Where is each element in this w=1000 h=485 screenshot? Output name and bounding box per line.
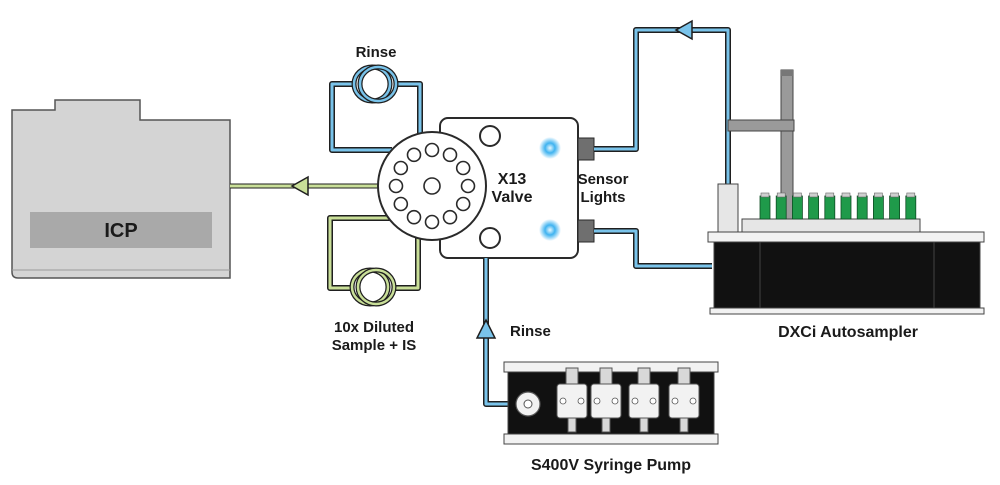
autosampler-return-line bbox=[594, 228, 712, 269]
valve-port bbox=[424, 214, 440, 230]
syringe-port bbox=[593, 397, 601, 405]
vial-cap bbox=[776, 192, 786, 198]
valve-port bbox=[406, 209, 422, 225]
syringe-plunger bbox=[677, 367, 691, 385]
valve-port bbox=[455, 196, 471, 212]
valve-port bbox=[460, 178, 476, 194]
valve-port bbox=[442, 209, 458, 225]
vial-cap bbox=[874, 192, 883, 198]
syringe-port bbox=[611, 397, 619, 405]
sensor-label-line2: Lights bbox=[581, 189, 626, 206]
syringe-port bbox=[689, 397, 697, 405]
syringe-tip bbox=[601, 417, 611, 433]
vial bbox=[840, 195, 852, 220]
vial bbox=[889, 195, 900, 220]
valve-ports bbox=[388, 142, 476, 230]
vial-cap bbox=[760, 192, 770, 198]
syringe-tip bbox=[567, 417, 577, 433]
valve-label-line1: X13 bbox=[498, 171, 527, 188]
vial-cap bbox=[825, 192, 835, 198]
valve-port bbox=[424, 142, 440, 158]
sensor-label-line1: Sensor bbox=[578, 171, 629, 188]
vial bbox=[905, 195, 917, 220]
valve-mount-hole-bottom bbox=[479, 227, 501, 249]
valve-label-line2: Valve bbox=[492, 189, 533, 206]
vial bbox=[873, 195, 884, 220]
syringe-port bbox=[671, 397, 679, 405]
rinse-loop: Rinse bbox=[329, 44, 423, 153]
vial bbox=[808, 195, 819, 220]
syringe-tip bbox=[679, 417, 689, 433]
sample-label-line1: 10x Diluted bbox=[334, 319, 414, 336]
valve-port bbox=[388, 178, 404, 194]
sample-loop: 10x Diluted Sample + IS bbox=[327, 215, 421, 354]
syringe-port bbox=[577, 397, 585, 405]
flow-arrow-icon bbox=[290, 175, 309, 197]
sample-vials bbox=[759, 192, 917, 220]
icp-instrument: ICP bbox=[11, 99, 231, 279]
sensor-fitting-top bbox=[577, 137, 595, 161]
sample-label-line2: Sample + IS bbox=[332, 337, 417, 354]
rinse-coil-icon bbox=[351, 64, 399, 104]
vial-cap bbox=[793, 192, 802, 198]
icp-sample-line bbox=[230, 175, 384, 197]
pump-syringes bbox=[556, 367, 700, 433]
syringe-port bbox=[649, 397, 657, 405]
vial bbox=[759, 195, 771, 220]
sensor-fitting-bottom bbox=[577, 219, 595, 243]
s400v-syringe-pump: S400V Syringe Pump bbox=[503, 361, 719, 474]
vial bbox=[775, 195, 787, 220]
valve-port bbox=[406, 147, 422, 163]
syringe-plunger bbox=[599, 367, 613, 385]
valve-mount-hole-top bbox=[479, 125, 501, 147]
autosampler-probe-line bbox=[594, 19, 731, 186]
dxci-autosampler: DXCi Autosampler bbox=[707, 69, 985, 341]
autosampler-label: DXCi Autosampler bbox=[778, 324, 918, 341]
sensor-light-top bbox=[539, 137, 561, 159]
x13-valve: X13 Valve bbox=[377, 117, 595, 259]
vial-cap bbox=[890, 192, 899, 198]
syringe-port bbox=[631, 397, 639, 405]
valve-port bbox=[393, 160, 409, 176]
rinse-pump-label: Rinse bbox=[510, 323, 551, 340]
vial bbox=[856, 195, 868, 220]
syringe-tip bbox=[639, 417, 649, 433]
vial-cap bbox=[841, 192, 851, 198]
syringe-plunger bbox=[637, 367, 651, 385]
sensor-light-bottom bbox=[539, 219, 561, 241]
valve-port bbox=[455, 160, 471, 176]
vial bbox=[792, 195, 803, 220]
flow-arrow-icon bbox=[475, 318, 497, 339]
valve-port bbox=[393, 196, 409, 212]
syringe-port bbox=[559, 397, 567, 405]
icp-label: ICP bbox=[104, 220, 137, 242]
vial-cap bbox=[906, 192, 916, 198]
flow-arrow-icon bbox=[674, 19, 693, 41]
sample-coil-icon bbox=[349, 267, 397, 307]
vial-cap bbox=[857, 192, 867, 198]
valve-port bbox=[442, 147, 458, 163]
syringe-pump-label: S400V Syringe Pump bbox=[531, 457, 691, 474]
vial bbox=[824, 195, 836, 220]
rinse-loop-label: Rinse bbox=[356, 44, 397, 61]
syringe-plunger bbox=[565, 367, 579, 385]
icp-label-bar bbox=[30, 212, 212, 248]
vial-cap bbox=[809, 192, 818, 198]
